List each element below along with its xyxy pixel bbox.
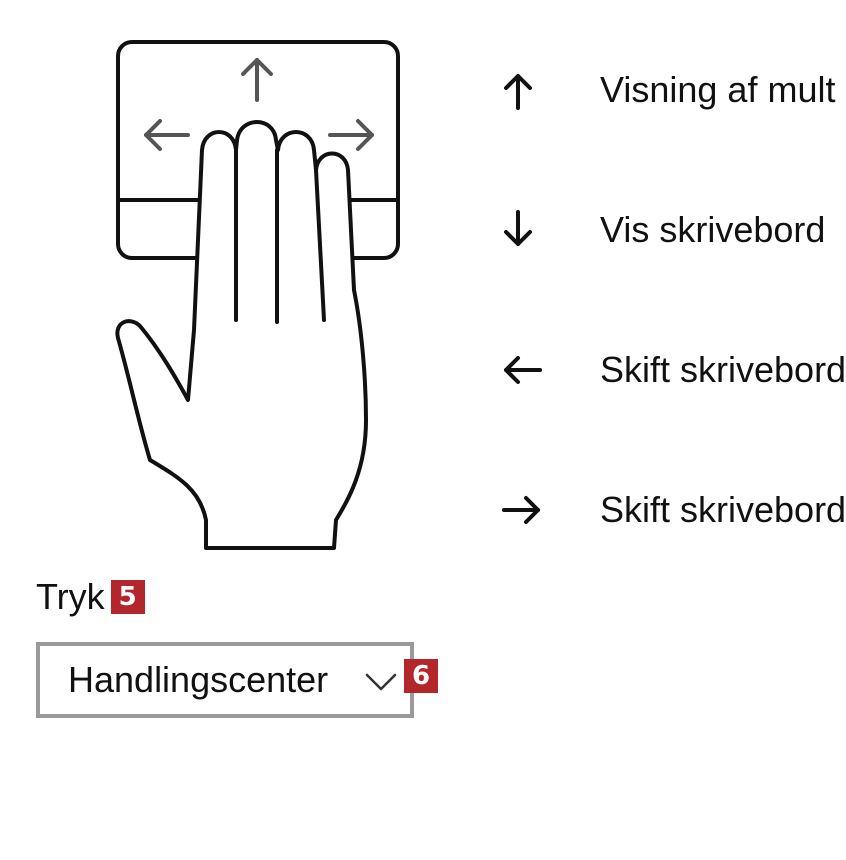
gesture-label-left: Skift skrivebord	[600, 349, 846, 390]
tap-action-dropdown[interactable]: Handlingscenter	[36, 642, 414, 718]
tap-label: Tryk	[36, 576, 105, 617]
gesture-row-down: Vis skrivebord	[500, 200, 825, 260]
step-badge-5: 5	[110, 580, 145, 614]
arrow-up-icon	[500, 70, 550, 110]
arrow-right-icon	[500, 492, 550, 528]
tap-action-selected-value: Handlingscenter	[68, 659, 329, 700]
gesture-row-up: Visning af mult	[500, 60, 835, 120]
gesture-label-right: Skift skrivebord	[600, 489, 846, 530]
step-badge-6: 6	[404, 659, 438, 693]
gesture-row-left: Skift skrivebord	[500, 340, 846, 400]
gesture-label-up: Visning af mult	[600, 69, 836, 110]
hand-icon	[115, 120, 368, 550]
gesture-row-right: Skift skrivebord	[500, 480, 846, 540]
chevron-down-icon	[364, 672, 398, 697]
arrow-left-icon	[500, 352, 550, 388]
touchpad-gesture-illustration	[115, 40, 400, 550]
swipe-direction-arrows-icon	[144, 58, 374, 151]
tap-setting-header: Tryk 5	[36, 575, 145, 619]
gesture-label-down: Vis skrivebord	[600, 209, 826, 250]
arrow-down-icon	[500, 210, 550, 250]
